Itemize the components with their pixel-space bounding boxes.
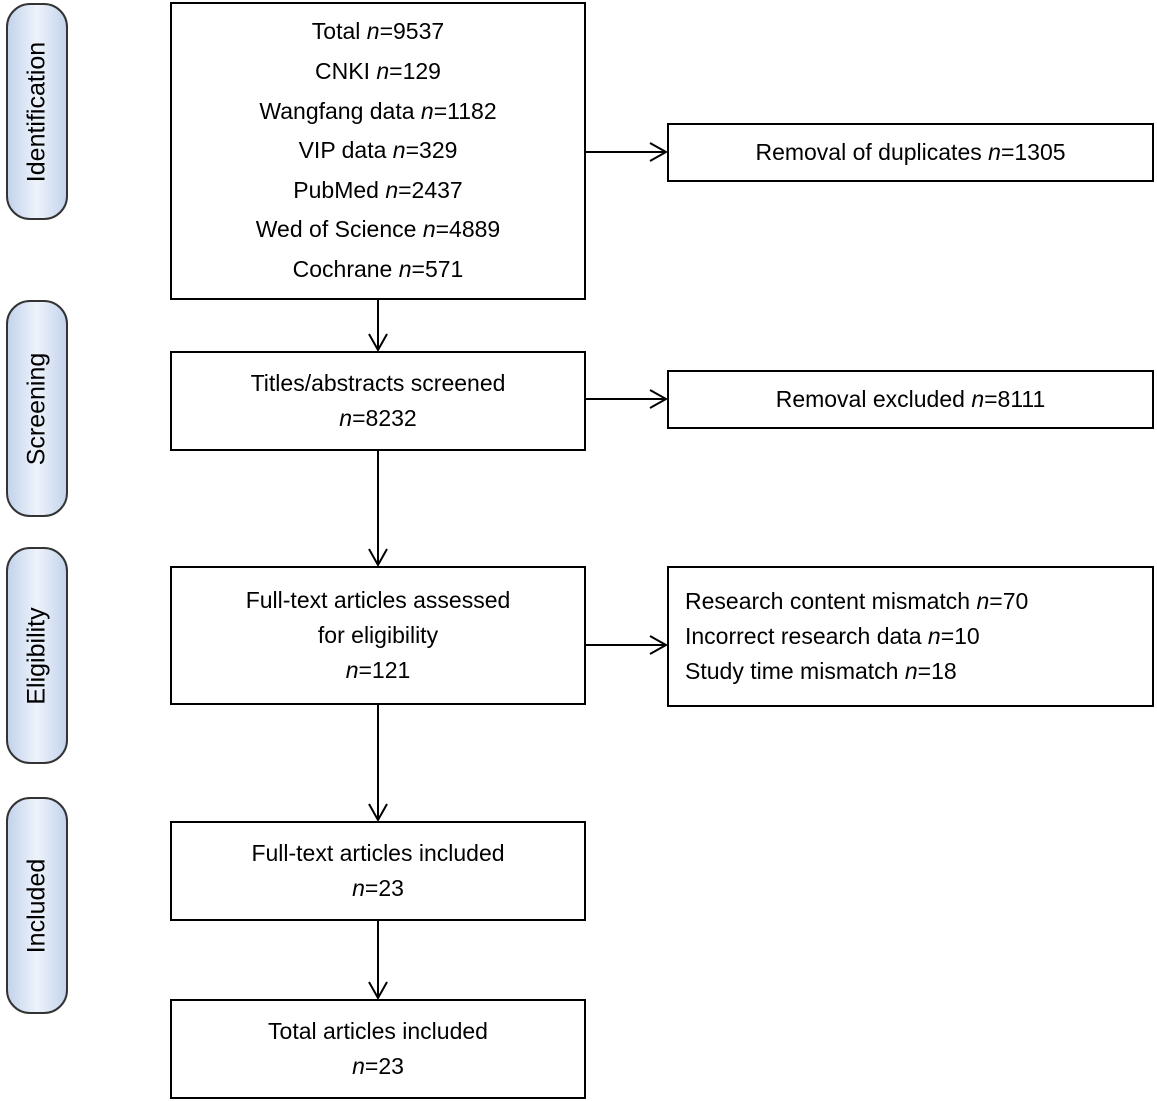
- arrowhead-screening-to-eligibility: [368, 548, 388, 568]
- source-line-cnki: CNKI n=129: [315, 58, 441, 85]
- eligibility-title-line1: Full-text articles assessed: [245, 587, 511, 613]
- source-line-total: Total n=9537: [311, 18, 445, 45]
- duplicates-box: Removal of duplicates n=1305: [667, 123, 1154, 182]
- mismatch-box: Research content mismatch n=70 Incorrect…: [667, 566, 1154, 707]
- arrowhead-eligibility-to-included: [368, 803, 388, 823]
- phase-included: Included: [6, 797, 68, 1014]
- included-box: Full-text articles included n=23: [170, 821, 586, 921]
- phase-screening: Screening: [6, 300, 68, 517]
- total-included-title: Total articles included: [268, 1018, 488, 1044]
- screening-title: Titles/abstracts screened: [250, 370, 506, 396]
- duplicates-text: Removal of duplicates n=1305: [755, 139, 1066, 165]
- total-included-box: Total articles included n=23: [170, 999, 586, 1099]
- included-title: Full-text articles included: [251, 840, 505, 866]
- excluded-box: Removal excluded n=8111: [667, 370, 1154, 429]
- mismatch-line-time: Study time mismatch n=18: [685, 658, 957, 684]
- source-line-pubmed: PubMed n=2437: [293, 176, 463, 203]
- arrowhead-identification-to-screening: [368, 333, 388, 353]
- eligibility-box: Full-text articles assessed for eligibil…: [170, 566, 586, 705]
- total-included-count: n=23: [352, 1053, 404, 1079]
- included-count: n=23: [352, 875, 404, 901]
- arrowhead-included-to-total: [368, 981, 388, 1001]
- phase-identification: Identification: [6, 3, 68, 220]
- eligibility-title-line2: for eligibility: [317, 622, 439, 648]
- source-line-vip: VIP data n=329: [298, 137, 458, 164]
- mismatch-line-content: Research content mismatch n=70: [685, 588, 1029, 614]
- screening-box: Titles/abstracts screened n=8232: [170, 351, 586, 451]
- arrowhead-to-duplicates: [649, 142, 669, 162]
- screening-count: n=8232: [339, 405, 417, 431]
- excluded-text: Removal excluded n=8111: [775, 386, 1046, 412]
- phase-eligibility: Eligibility: [6, 547, 68, 764]
- source-line-wangfang: Wangfang data n=1182: [259, 97, 497, 124]
- eligibility-count: n=121: [345, 657, 411, 683]
- mismatch-line-data: Incorrect research data n=10: [685, 623, 980, 649]
- arrowhead-to-excluded: [649, 389, 669, 409]
- source-line-web-of-science: Wed of Science n=4889: [255, 216, 501, 243]
- source-line-cochrane: Cochrane n=571: [292, 255, 464, 282]
- identification-box: Total n=9537 CNKI n=129 Wangfang data n=…: [170, 2, 586, 300]
- arrowhead-to-mismatch: [649, 635, 669, 655]
